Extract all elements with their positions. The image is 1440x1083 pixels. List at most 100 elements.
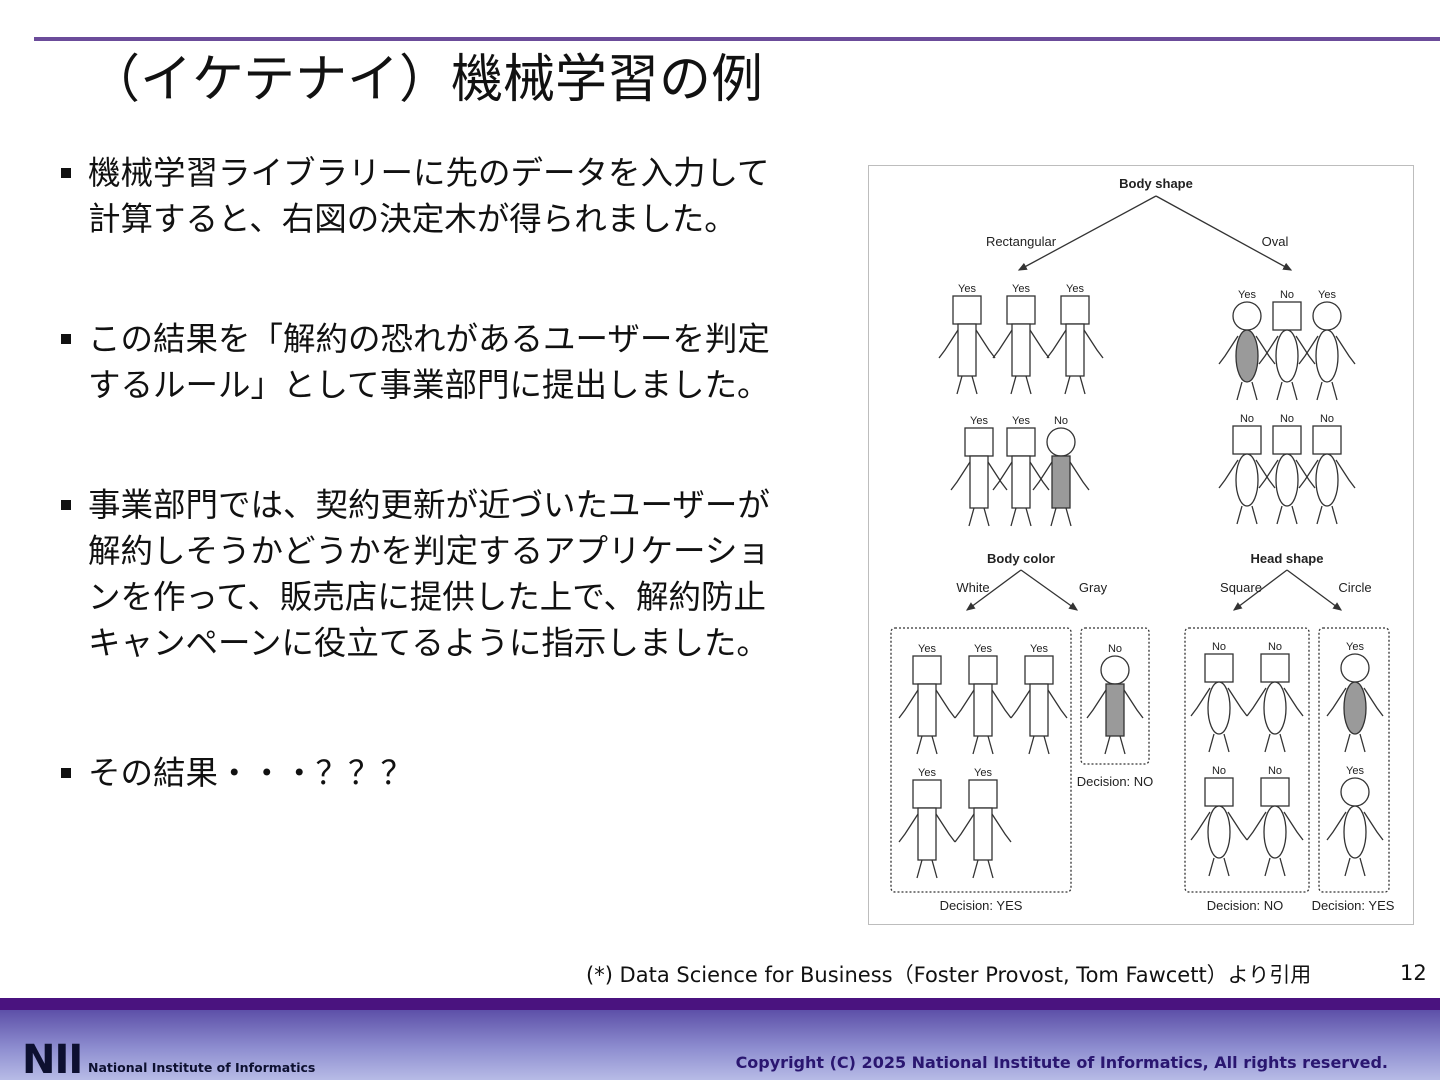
person-figure: Yes xyxy=(898,643,956,755)
person-body xyxy=(957,323,977,377)
person-label: No xyxy=(1268,641,1282,653)
person-arm xyxy=(987,461,1008,491)
branch-label-white: White xyxy=(956,580,989,595)
person-figure: Yes xyxy=(1218,289,1276,401)
person-leg xyxy=(1236,381,1243,401)
person-leg xyxy=(1276,381,1283,401)
person-body xyxy=(917,683,937,737)
bullet-line: 解約しそうかどうかを判定するアプリケーショ xyxy=(88,532,770,570)
person-leg xyxy=(1104,735,1111,755)
person-head xyxy=(912,655,942,685)
person-head xyxy=(1046,427,1076,457)
person-arm xyxy=(1255,459,1276,489)
edge-white xyxy=(965,569,1022,611)
person-arm xyxy=(1363,811,1384,841)
person-arm xyxy=(992,329,1013,359)
person-body xyxy=(1275,329,1299,383)
person-body xyxy=(917,807,937,861)
person-arm xyxy=(898,689,919,719)
decision-circle: Decision: YES xyxy=(1312,898,1395,913)
person-body xyxy=(1343,681,1367,735)
person-leg xyxy=(972,735,979,755)
person-arm xyxy=(935,689,956,719)
person-figure: Yes xyxy=(992,283,1050,395)
page-number: 12 xyxy=(1400,961,1427,985)
person-label: Yes xyxy=(1030,643,1048,655)
person-leg xyxy=(1223,733,1230,753)
person-arm xyxy=(1032,461,1053,491)
person-label: No xyxy=(1212,765,1226,777)
split-label-head-shape: Head shape xyxy=(1251,551,1324,566)
person-arm xyxy=(991,813,1012,843)
edge-square xyxy=(1232,569,1288,611)
person-head xyxy=(1340,777,1370,807)
person-head xyxy=(968,655,998,685)
person-leg xyxy=(1251,505,1258,525)
person-body xyxy=(973,683,993,737)
person-arm xyxy=(1086,689,1107,719)
person-leg xyxy=(931,735,938,755)
person-head xyxy=(1024,655,1054,685)
person-label: No xyxy=(1054,415,1068,427)
person-label: No xyxy=(1268,765,1282,777)
footer: NII National Institute of Informatics Co… xyxy=(0,998,1440,1080)
decision-gray: Decision: NO xyxy=(1077,774,1154,789)
person-leg xyxy=(1010,375,1017,395)
person-label: Yes xyxy=(958,283,976,295)
person-leg xyxy=(1043,735,1050,755)
bullet-line: 機械学習ライブラリーに先のデータを入力して xyxy=(88,154,770,192)
person-leg xyxy=(1316,505,1323,525)
person-leg xyxy=(1025,375,1032,395)
person-figure: Yes xyxy=(938,283,996,395)
person-figure: No xyxy=(1258,413,1316,525)
person-leg xyxy=(1291,505,1298,525)
person-arm xyxy=(1047,689,1068,719)
split-label-body-color: Body color xyxy=(987,551,1055,566)
person-label: Yes xyxy=(970,415,988,427)
bullet-line: キャンペーンに役立てるように指示しました。 xyxy=(88,624,769,662)
branch-label-oval: Oval xyxy=(1262,234,1289,249)
person-arm xyxy=(1218,335,1239,365)
bullet-marker xyxy=(61,768,71,778)
person-arm xyxy=(1363,687,1384,717)
person-leg xyxy=(972,859,979,879)
person-body xyxy=(1275,453,1299,507)
person-head xyxy=(1340,653,1370,683)
person-leg xyxy=(1276,505,1283,525)
bullet-marker xyxy=(61,334,71,344)
person-leg xyxy=(971,375,978,395)
person-label: No xyxy=(1108,643,1122,655)
bullet-line: 事業部門では、契約更新が近づいたユーザーが xyxy=(88,486,770,524)
person-arm xyxy=(1046,329,1067,359)
person-figure: Yes xyxy=(1046,283,1104,395)
person-figure: Yes xyxy=(954,643,1012,755)
person-label: Yes xyxy=(1318,289,1336,301)
person-figure: No xyxy=(1246,765,1304,877)
person-arm xyxy=(1335,459,1356,489)
footer-top-bar xyxy=(0,998,1440,1010)
person-leg xyxy=(1359,857,1366,877)
person-label: Yes xyxy=(1238,289,1256,301)
person-figure: Yes xyxy=(1326,765,1384,877)
bullet-marker xyxy=(61,500,71,510)
person-body xyxy=(1011,323,1031,377)
person-body xyxy=(1065,323,1085,377)
logo-mark: NII xyxy=(22,1037,83,1083)
person-leg xyxy=(1010,507,1017,527)
person-arm xyxy=(1246,687,1267,717)
person-leg xyxy=(1236,505,1243,525)
person-arm xyxy=(991,689,1012,719)
person-figure: Yes xyxy=(1326,641,1384,753)
person-label: No xyxy=(1320,413,1334,425)
person-head xyxy=(1204,777,1234,807)
person-leg xyxy=(1208,857,1215,877)
person-label: Yes xyxy=(974,643,992,655)
person-arm xyxy=(1010,689,1031,719)
person-head xyxy=(952,295,982,325)
person-arm xyxy=(1295,335,1316,365)
person-label: Yes xyxy=(1346,765,1364,777)
person-leg xyxy=(1065,507,1072,527)
bullet-line: その結果・・・？？？ xyxy=(88,754,414,792)
person-figure: No xyxy=(1032,415,1090,527)
person-leg xyxy=(1025,507,1032,527)
